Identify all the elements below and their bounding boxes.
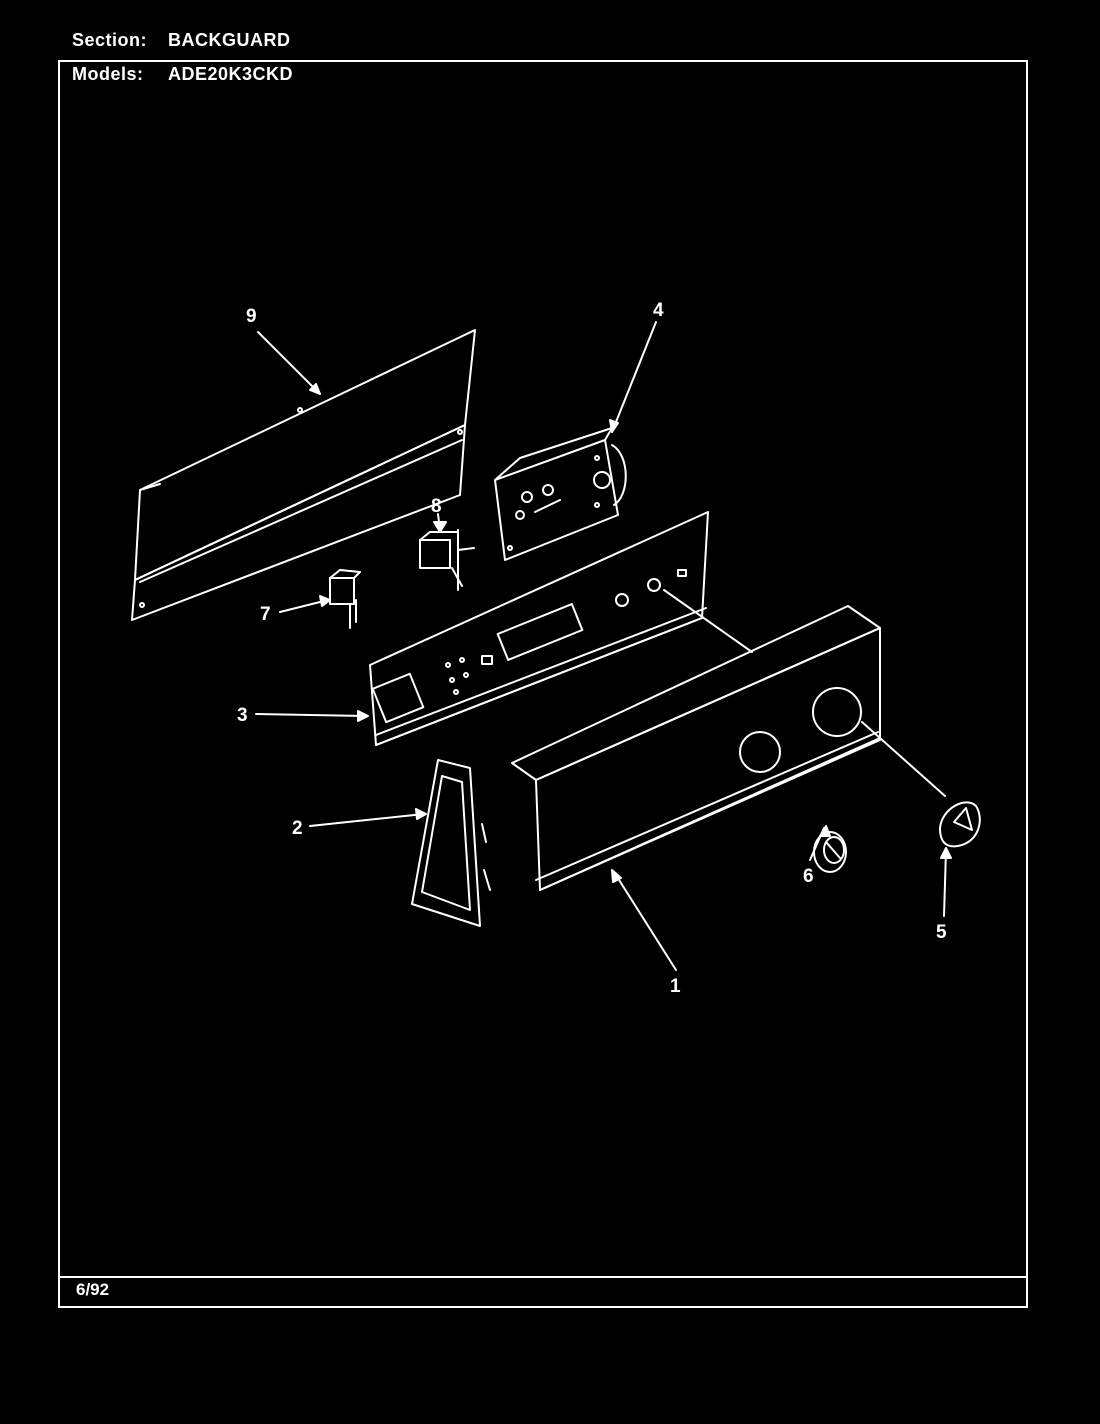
callout-9: 9 — [246, 306, 257, 327]
part-8-switch — [419, 529, 475, 591]
revision-date: 6/92 — [76, 1280, 110, 1299]
part-1-backguard-front — [511, 605, 946, 891]
models-header: Models: ADE20K3CKD — [72, 64, 293, 85]
part-4-timer-module — [494, 427, 627, 561]
callout-8: 8 — [431, 496, 442, 517]
part-7-relay — [329, 569, 361, 629]
part-3-control-panel — [369, 511, 753, 746]
part-5-large-knob — [939, 801, 981, 848]
section-value: BACKGUARD — [168, 30, 291, 50]
callout-2: 2 — [292, 818, 303, 839]
callout-7: 7 — [260, 604, 271, 625]
callout-labels: 1 2 3 4 5 6 7 8 9 — [237, 300, 947, 997]
diagram-frame — [58, 60, 1028, 1308]
callout-3: 3 — [237, 705, 248, 726]
section-label: Section: — [72, 30, 148, 50]
models-value: ADE20K3CKD — [168, 64, 294, 84]
callout-5: 5 — [936, 922, 947, 943]
callout-6: 6 — [803, 866, 814, 887]
part-2-end-cap — [411, 759, 491, 927]
callout-leaders — [255, 321, 952, 971]
callout-4: 4 — [653, 300, 664, 321]
section-header: Section: BACKGUARD — [72, 30, 291, 51]
footer-divider — [58, 1276, 1026, 1278]
part-9-rear-panel — [131, 329, 476, 621]
callout-1: 1 — [670, 976, 681, 997]
models-label: Models: — [72, 64, 144, 84]
